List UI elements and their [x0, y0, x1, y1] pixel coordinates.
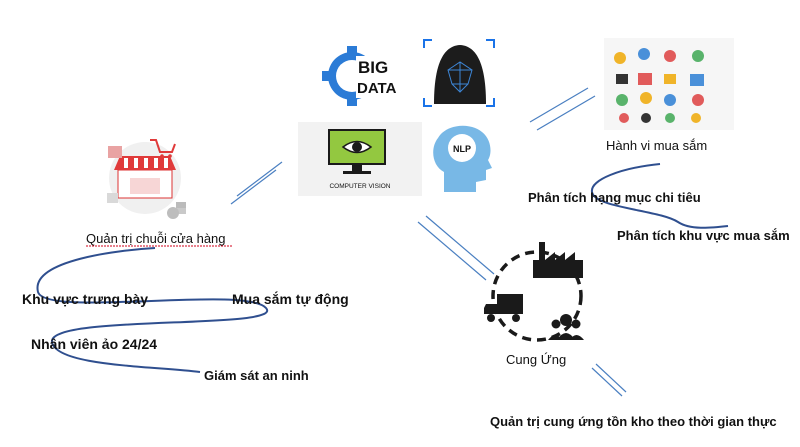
- big-data-line1: BIG: [358, 58, 388, 77]
- arrow-tech-to-behavior: [529, 87, 596, 131]
- computer-vision-icon: COMPUTER VISION: [298, 122, 422, 196]
- nlp-label: NLP: [453, 144, 471, 154]
- computer-vision-label: COMPUTER VISION: [329, 183, 390, 190]
- shopping-area-label: Phân tích khu vực mua sắm: [617, 228, 790, 243]
- supply-cycle-icon: [484, 242, 584, 342]
- people-group-icon: [548, 314, 584, 340]
- behavior-features-curve: [590, 163, 729, 229]
- nlp-head-icon: NLP: [433, 125, 492, 192]
- arrow-store-to-tech: [230, 161, 283, 205]
- security-label: Giám sát an ninh: [204, 368, 309, 383]
- display-area-label: Khu vực trưng bày: [22, 291, 148, 307]
- big-data-icon: BIG DATA: [322, 46, 402, 106]
- spending-category-label: Phân tích hạng mục chi tiêu: [528, 190, 701, 205]
- truck-icon: [484, 294, 523, 322]
- realtime-inventory-label: Quản trị cung ứng tồn kho theo thời gian…: [490, 414, 777, 429]
- store-chain-icon: [107, 139, 186, 219]
- face-recognition-icon: [420, 35, 495, 110]
- auto-shopping-label: Mua sắm tự động: [232, 290, 349, 307]
- store-features-curve: [36, 247, 269, 373]
- big-data-line2: DATA: [357, 80, 397, 97]
- arrow-supply-to-inventory: [591, 363, 627, 397]
- store-chain-label: Quản trị chuỗi cửa hàng: [86, 231, 226, 246]
- supply-label: Cung Ứng: [506, 352, 566, 367]
- shopping-behavior-label: Hành vi mua sắm: [606, 138, 707, 153]
- virtual-staff-label: Nhân viên ảo 24/24: [31, 336, 157, 352]
- arrow-tech-to-supply: [417, 215, 495, 281]
- shopping-behavior-icon: [604, 38, 734, 130]
- factory-icon: [533, 242, 583, 278]
